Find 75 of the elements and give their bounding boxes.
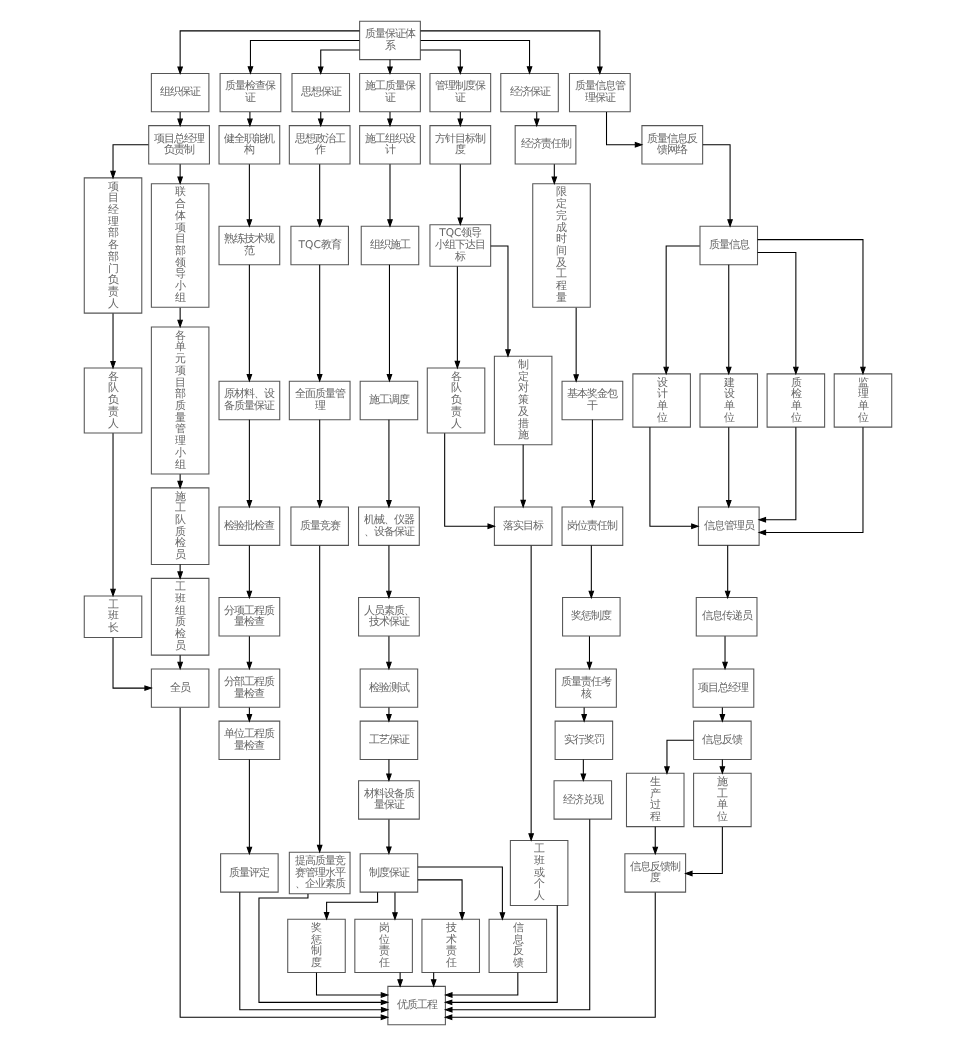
arrow: [315, 264, 322, 383]
arrow: [109, 312, 115, 370]
arrow: [724, 264, 731, 376]
arrow: [588, 419, 595, 509]
arrow: [527, 545, 534, 842]
arrow: [176, 163, 183, 186]
arrow: [384, 819, 391, 855]
arrow: [443, 972, 518, 998]
arrow: [384, 707, 391, 723]
arrow: [443, 818, 590, 1013]
arrow: [416, 866, 505, 921]
arrow: [386, 59, 392, 75]
arrow: [385, 264, 392, 383]
arrow: [662, 245, 700, 376]
arrow: [419, 49, 463, 75]
arrow: [384, 759, 391, 782]
arrow: [418, 30, 602, 76]
arrow: [386, 111, 392, 128]
arrow: [245, 264, 252, 383]
arrow: [384, 419, 391, 509]
arrow: [246, 39, 359, 75]
arrow: [396, 972, 403, 988]
arrow: [257, 893, 389, 1006]
arrow: [456, 163, 463, 227]
arrow: [316, 49, 359, 75]
arrow: [724, 426, 731, 509]
arrow: [756, 426, 863, 536]
arrow: [489, 245, 510, 358]
arrow: [604, 111, 643, 148]
arrow: [585, 635, 592, 671]
arrow: [416, 879, 465, 921]
arrow: [384, 635, 391, 671]
arrow: [572, 307, 579, 383]
arrow: [176, 30, 359, 76]
arrow: [662, 739, 693, 775]
arrow: [648, 426, 699, 530]
arrow: [442, 891, 655, 1021]
arrow: [651, 826, 658, 856]
arrow: [442, 905, 557, 1006]
arrow: [315, 419, 322, 509]
arrow: [756, 251, 798, 376]
arrow: [245, 544, 252, 600]
arrow: [176, 307, 183, 329]
arrow: [756, 239, 865, 376]
arrow: [176, 564, 183, 580]
arrow: [176, 473, 183, 490]
arrow: [245, 111, 252, 128]
arrow: [245, 419, 252, 509]
arrow: [453, 265, 460, 370]
arrow: [245, 759, 252, 856]
arrow: [386, 163, 392, 228]
arrow: [683, 826, 722, 877]
arrow: [245, 635, 252, 671]
arrow: [721, 635, 727, 671]
arrow: [443, 432, 495, 530]
arrow: [314, 972, 389, 998]
arrow: [109, 144, 148, 180]
arrow: [587, 544, 594, 600]
arrow: [109, 432, 115, 598]
arrow: [315, 545, 322, 854]
arrow: [419, 39, 532, 75]
arrow: [756, 426, 796, 523]
arrow: [111, 637, 152, 692]
arrow: [245, 163, 252, 228]
arrow: [723, 544, 730, 600]
arrow: [315, 163, 322, 228]
arrow: [322, 891, 378, 921]
arrow: [176, 654, 183, 671]
arrow: [384, 544, 391, 600]
arrow: [519, 444, 526, 509]
arrow: [238, 891, 389, 1013]
arrow: [390, 891, 397, 921]
arrow: [701, 144, 733, 228]
arrow: [176, 111, 183, 128]
arrow: [580, 707, 587, 723]
